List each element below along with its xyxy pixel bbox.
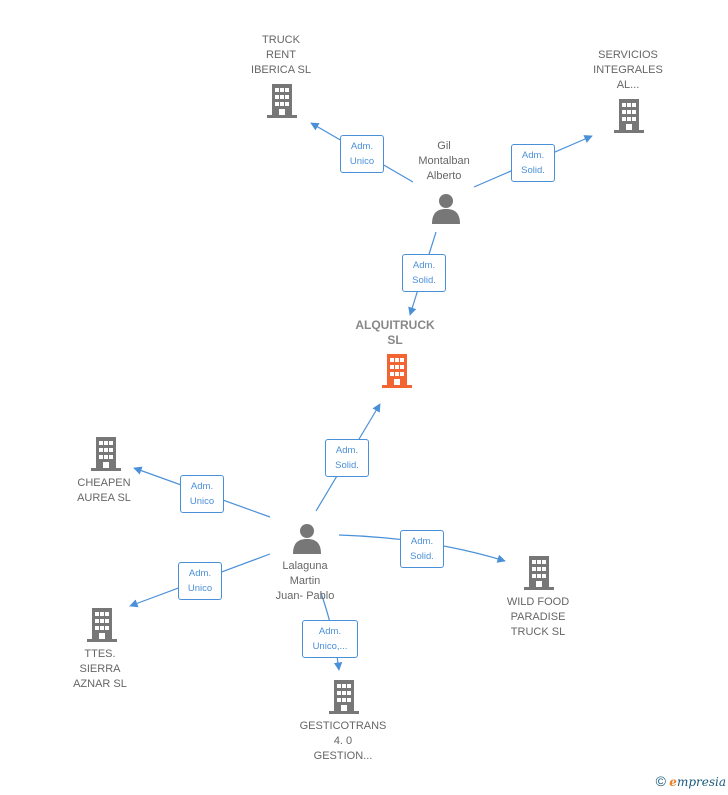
copyright-symbol: ©	[655, 773, 666, 789]
node-label-lalaguna[interactable]: Lalaguna Martin Juan- Pablo	[275, 560, 335, 602]
truck-rent-building-icon[interactable]	[267, 84, 297, 118]
alquitruck-building-icon[interactable]	[382, 354, 412, 388]
brand-initial: e	[669, 775, 677, 789]
node-label-alquitruck[interactable]: ALQUITRUCK SL	[355, 318, 435, 347]
gil-person-icon[interactable]	[432, 194, 460, 224]
ttes-building-icon[interactable]	[87, 608, 117, 642]
rel-label-gil-alquitruck: Adm. Solid.	[402, 254, 446, 292]
empresia-watermark: © empresia	[656, 773, 726, 789]
node-label-gil[interactable]: Gil Montalban Alberto	[418, 140, 470, 182]
rel-label-gil-truck: Adm. Unico	[340, 135, 384, 173]
rel-label-lal-cheapen: Adm. Unico	[180, 475, 224, 513]
gesticotrans-building-icon[interactable]	[329, 680, 359, 714]
rel-label-lal-gesti: Adm. Unico,...	[302, 620, 358, 658]
node-label-wild-food[interactable]: WILD FOOD PARADISE TRUCK SL	[506, 596, 570, 638]
lalaguna-person-icon[interactable]	[293, 524, 321, 554]
servicios-building-icon[interactable]	[614, 99, 644, 133]
node-label-truck-rent[interactable]: TRUCK RENT IBERICA SL	[251, 34, 311, 76]
brand-name: mpresia	[676, 775, 726, 789]
wild-food-building-icon[interactable]	[524, 556, 554, 590]
rel-label-lal-wild: Adm. Solid.	[400, 530, 444, 568]
rel-label-gil-servicios: Adm. Solid.	[511, 144, 555, 182]
cheapen-building-icon[interactable]	[91, 437, 121, 471]
node-label-gesticotrans[interactable]: GESTICOTRANS 4. 0 GESTION...	[299, 720, 387, 762]
node-label-cheapen[interactable]: CHEAPEN AUREA SL	[77, 477, 131, 504]
rel-label-lal-alquitruck: Adm. Solid.	[325, 439, 369, 477]
rel-label-lal-ttes: Adm. Unico	[178, 562, 222, 600]
node-label-servicios[interactable]: SERVICIOS INTEGRALES AL...	[593, 49, 663, 91]
node-label-ttes[interactable]: TTES. SIERRA AZNAR SL	[73, 648, 127, 690]
